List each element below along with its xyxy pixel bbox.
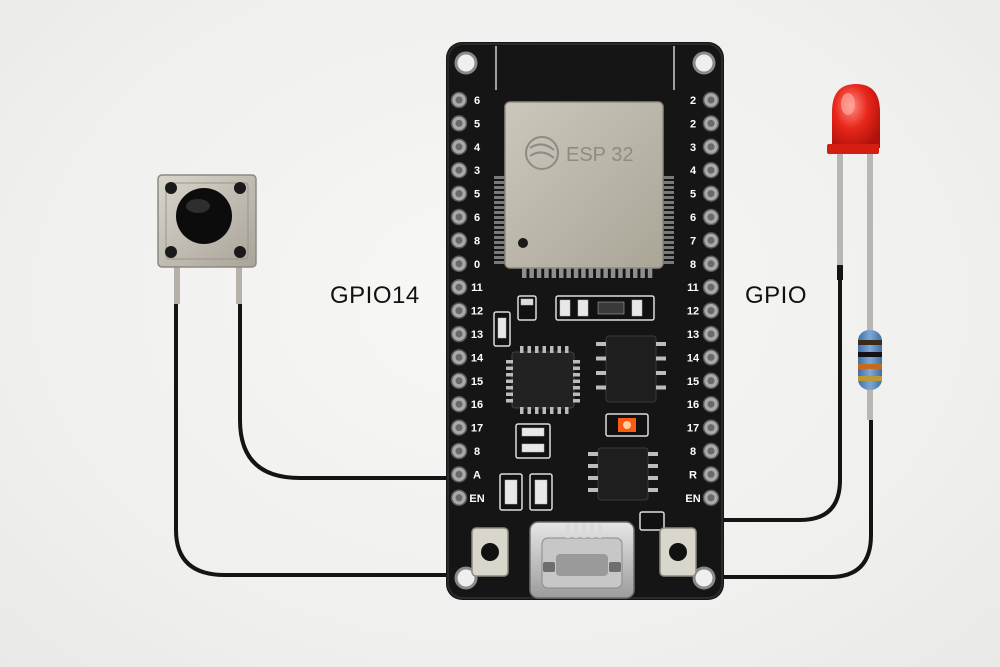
right-header-pin xyxy=(702,185,720,202)
left-header-pin xyxy=(450,115,468,132)
left-pin-label: 17 xyxy=(471,423,483,435)
right-pin-label: 12 xyxy=(687,306,699,318)
left-pin-label: 6 xyxy=(474,212,480,224)
left-header-pin xyxy=(450,208,468,226)
left-header-pin xyxy=(450,255,468,273)
left-pin-label: 11 xyxy=(471,282,483,294)
left-pin-label: 5 xyxy=(474,118,480,130)
right-header-pin xyxy=(702,372,720,390)
left-header-pin xyxy=(450,185,468,202)
left-header-pin xyxy=(450,278,468,296)
button-wire-long xyxy=(174,298,450,577)
left-pin-label: 13 xyxy=(471,329,483,341)
micro-usb-port[interactable] xyxy=(529,521,635,599)
left-pin-label: 8 xyxy=(474,446,480,458)
right-header-pin xyxy=(702,325,720,343)
right-header-pin xyxy=(702,115,720,132)
right-header-pin xyxy=(702,349,720,366)
button-wire-short xyxy=(238,298,450,480)
gpio-label: GPIO xyxy=(745,282,808,309)
left-header-pin xyxy=(450,232,468,249)
left-header-pin xyxy=(450,349,468,366)
soic-chip xyxy=(588,447,658,501)
right-pin-label: 11 xyxy=(687,282,699,294)
right-header-pin xyxy=(702,302,720,319)
right-header-pin xyxy=(702,278,720,296)
left-header-pin xyxy=(450,325,468,343)
right-pin-label: 2 xyxy=(690,118,696,130)
regulator-chip xyxy=(596,335,666,403)
right-header-pin xyxy=(702,232,720,249)
left-header-pin xyxy=(450,138,468,156)
usb-uart-chip xyxy=(506,346,580,414)
left-pin-label: EN xyxy=(469,493,484,505)
smd-components xyxy=(493,295,665,531)
gpio14-label: GPIO14 xyxy=(330,282,420,309)
right-header-pin xyxy=(702,419,720,436)
right-header-pin xyxy=(702,489,720,507)
right-pin-label: 16 xyxy=(687,399,699,411)
push-button-cap[interactable] xyxy=(176,188,232,244)
boot-button[interactable] xyxy=(471,527,509,577)
left-pin-label: 8 xyxy=(474,235,480,247)
right-pin-label: R xyxy=(689,469,697,481)
right-pin-label: 17 xyxy=(687,423,699,435)
left-pin-label: 6 xyxy=(474,95,480,107)
right-pin-label: 7 xyxy=(690,235,696,247)
resistor-component xyxy=(858,330,882,420)
red-led-component xyxy=(827,84,880,340)
esp32-module: ESP 32 xyxy=(494,101,674,278)
left-header-pin xyxy=(450,419,468,436)
right-pin-label: EN xyxy=(685,493,700,505)
right-header-pin xyxy=(702,442,720,460)
left-header-pin xyxy=(450,489,468,507)
right-pin-label: 14 xyxy=(687,352,700,364)
led-wire-cathode xyxy=(720,273,842,522)
right-header-pin xyxy=(702,161,720,179)
left-pin-label: 4 xyxy=(474,142,481,154)
left-pin-label: 5 xyxy=(474,189,480,201)
right-header-pin xyxy=(702,91,720,109)
right-pin-label: 6 xyxy=(690,212,696,224)
left-header-pin xyxy=(450,442,468,460)
right-pin-label: 2 xyxy=(690,95,696,107)
right-header-pin xyxy=(702,466,720,483)
espressif-logo-icon xyxy=(525,136,559,170)
led-wire-resistor xyxy=(720,413,873,579)
reset-button[interactable] xyxy=(659,527,697,577)
right-pin-label: 15 xyxy=(687,376,699,388)
left-header-pin xyxy=(450,395,468,413)
right-header-pin xyxy=(702,138,720,156)
left-pin-label: A xyxy=(473,469,481,481)
right-pin-label: 8 xyxy=(690,446,696,458)
left-pin-label: 16 xyxy=(471,399,483,411)
right-pin-label: 4 xyxy=(690,165,697,177)
left-pin-label: 12 xyxy=(471,306,483,318)
module-text: ESP 32 xyxy=(566,144,633,166)
right-pin-label: 8 xyxy=(690,259,696,271)
left-header-pin xyxy=(450,161,468,179)
left-pin-label: 0 xyxy=(474,259,480,271)
left-pin-label: 14 xyxy=(471,352,484,364)
status-led xyxy=(605,413,649,437)
esp32-board: 6 5 4 3 5 6 8 0 11 12 13 14 15 16 17 8A EN 2 2 3 4 5 6 7 8 11 12 1… xyxy=(446,42,724,600)
left-header-pin xyxy=(450,372,468,390)
right-header-pin xyxy=(702,395,720,413)
push-button-component xyxy=(157,174,257,304)
right-pin-label: 3 xyxy=(690,142,696,154)
right-pin-label: 13 xyxy=(687,329,699,341)
left-header-pin xyxy=(450,91,468,109)
right-header-pin xyxy=(702,208,720,226)
left-pin-label: 15 xyxy=(471,376,483,388)
right-header-pin xyxy=(702,255,720,273)
left-header-pin xyxy=(450,302,468,319)
left-header-pin xyxy=(450,466,468,483)
wires xyxy=(174,273,873,579)
left-pin-label: 3 xyxy=(474,165,480,177)
right-pin-label: 5 xyxy=(690,189,696,201)
